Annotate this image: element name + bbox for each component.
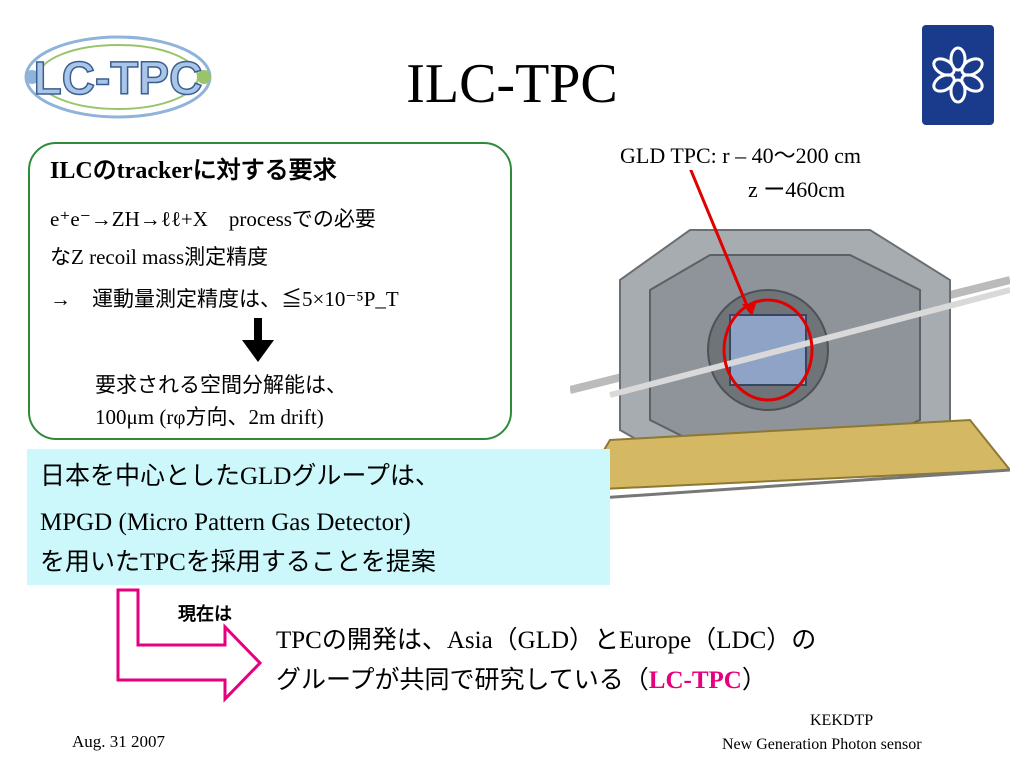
proposal-line3: を用いたTPCを採用することを提案	[40, 549, 436, 576]
proposal-line2: MPGD (Micro Pattern Gas Detector)	[40, 509, 411, 536]
lc-tpc-highlight: LC-TPC	[648, 667, 742, 694]
current-label: 現在は	[178, 604, 232, 625]
requirements-line-recoil: なZ recoil mass測定精度	[50, 245, 269, 269]
development-line2-suffix: ）	[741, 667, 767, 694]
development-line1: TPCの開発は、Asia（GLD）とEurope（LDC）の	[276, 627, 817, 654]
requirements-line-momentum: → 運動量測定精度は、≦5×10⁻⁵P_T	[50, 287, 399, 311]
footer-org: KEKDTP	[810, 712, 874, 729]
development-line2: グループが共同で研究している（LC-TPC）	[276, 660, 767, 696]
requirements-result-line2: 100μm (rφ方向、2m drift)	[95, 405, 324, 429]
gld-tpc-length-spec: z ー460cm	[748, 177, 846, 202]
kek-logo	[922, 25, 994, 125]
down-arrow-icon	[242, 318, 274, 362]
gld-tpc-radius-spec: GLD TPC: r – 40〜200 cm	[620, 143, 861, 168]
slide-title: ILC-TPC	[406, 53, 618, 115]
development-line2-prefix: グループが共同で研究している（	[276, 667, 649, 694]
gld-detector-image	[570, 170, 1010, 502]
requirements-box	[28, 142, 512, 440]
proposal-box	[27, 449, 610, 585]
footer-date: Aug. 31 2007	[72, 732, 166, 751]
requirements-line-process: e⁺e⁻→ZH→ℓℓ+X processでの必要	[50, 207, 376, 231]
requirements-heading: ILCのtrackerに対する要求	[50, 158, 337, 184]
bent-arrow-icon	[116, 588, 263, 703]
svg-text:LC-TPC: LC-TPC	[34, 52, 203, 104]
requirements-result-line1: 要求される空間分解能は、	[95, 373, 347, 397]
lc-tpc-logo: LC-TPC	[24, 35, 212, 119]
kek-flower-icon	[932, 46, 984, 104]
footer-subtitle: New Generation Photon sensor	[722, 736, 922, 753]
proposal-line1: 日本を中心としたGLDグループは、	[40, 463, 440, 490]
